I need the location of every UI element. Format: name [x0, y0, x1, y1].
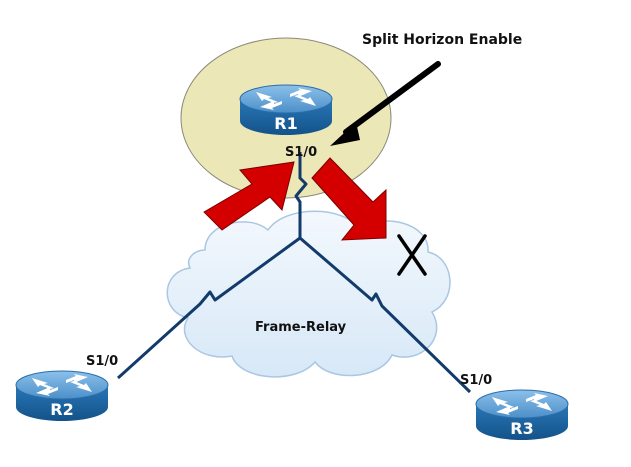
blocked-x-mark: [397, 234, 427, 276]
router-r3: R3: [475, 389, 569, 441]
serial-links: [116, 152, 472, 394]
link-hub-r3: [299, 236, 472, 394]
router-r2: R2: [15, 370, 109, 422]
frame-relay-cloud: [166, 210, 451, 378]
cloud-label: Frame-Relay: [255, 320, 347, 335]
router-r3-label: R3: [510, 419, 533, 438]
annotation-label: Split Horizon Enable: [362, 32, 522, 48]
annotation-arrow: [330, 61, 441, 146]
router-r2-label: R2: [50, 400, 73, 419]
blocked-update-arrow: [311, 157, 387, 241]
link-r1-hub: [294, 152, 308, 238]
incoming-update-arrow: [203, 161, 295, 231]
r2-interface-label: S1/0: [86, 354, 118, 369]
router-r1-label: R1: [274, 114, 297, 133]
split-horizon-arrows: [203, 157, 387, 241]
r1-interface-label: S1/0: [285, 145, 317, 160]
link-hub-r2: [116, 236, 301, 380]
r3-interface-label: S1/0: [460, 373, 492, 388]
router-r1: R1: [239, 84, 333, 136]
